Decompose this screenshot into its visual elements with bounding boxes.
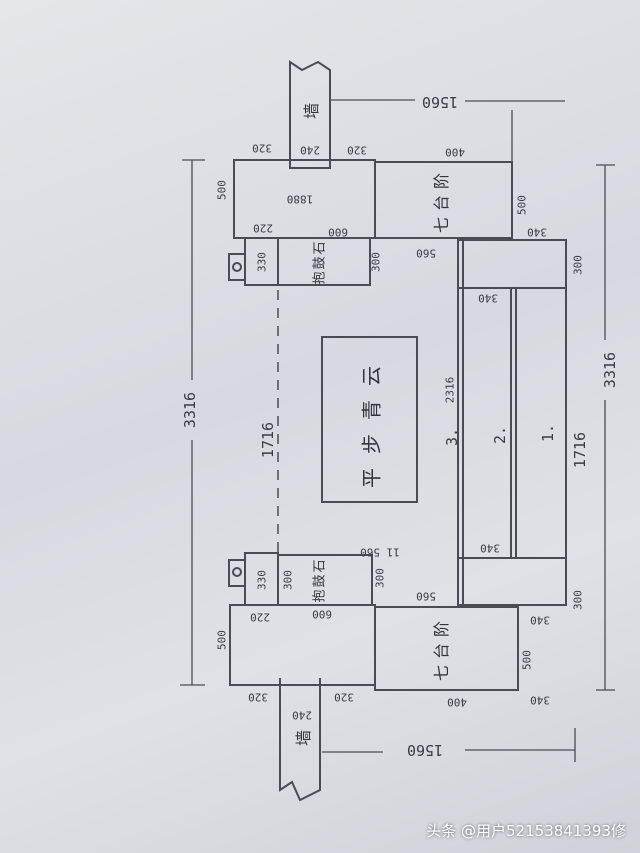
drum-stone-label-bottom: 抱鼓石 — [312, 557, 328, 603]
dim-label: 11 560 — [360, 545, 400, 559]
dim-label: 300 — [369, 252, 383, 272]
step-number-1: 1. — [539, 423, 557, 443]
dim-label: 340 — [480, 541, 500, 555]
dim-label: 320 — [347, 143, 367, 157]
steps-label-bottom: 七台阶 — [432, 614, 451, 682]
watermark: 头条 @用户52153841393修 — [426, 822, 626, 840]
dim-label: 500 — [520, 650, 534, 670]
dim-label: 3316 — [601, 351, 619, 389]
center-stone-label: 平步青云 — [359, 352, 384, 488]
dim-label: 320 — [252, 141, 272, 155]
dim-label: 560 — [416, 589, 436, 603]
wall-bottom — [279, 678, 321, 802]
dim-label: 1560 — [421, 93, 459, 111]
drum-knob-bottom — [228, 559, 246, 587]
dim-label: 240 — [300, 143, 320, 157]
drum-knob-top — [228, 253, 246, 281]
dim-label: 320 — [248, 690, 268, 704]
drum-stone-label-top: 抱鼓石 — [312, 239, 328, 285]
dim-label: 330 — [255, 570, 269, 590]
dim-label: 1880 — [286, 192, 314, 206]
step-number-3: 3. — [443, 427, 461, 447]
dim-label: 300 — [373, 568, 387, 588]
dim-label: 240 — [292, 708, 312, 722]
wall-top — [289, 60, 331, 169]
dim-label: 500 — [515, 195, 529, 215]
dim-label: 300 — [571, 590, 585, 610]
dim-label: 300 — [571, 255, 585, 275]
dim-label: 300 — [281, 570, 295, 590]
wall-label-bottom: 墙 — [294, 723, 313, 747]
dim-label: 600 — [328, 225, 348, 239]
steps-block — [457, 239, 567, 606]
steps-bottom-box — [374, 606, 519, 691]
dim-label: 220 — [253, 221, 273, 235]
dim-label: 220 — [250, 610, 270, 624]
dim-label: 400 — [447, 695, 467, 709]
step-number-2: 2. — [491, 425, 509, 445]
dim-label: 400 — [445, 145, 465, 159]
dim-label: 1716 — [571, 431, 589, 469]
dim-label: 2316 — [443, 376, 457, 404]
dim-label: 1560 — [406, 741, 444, 759]
dim-label: 340 — [530, 613, 550, 627]
dim-label: 500 — [215, 630, 229, 650]
dim-label: 320 — [334, 690, 354, 704]
dim-label: 1716 — [259, 421, 277, 459]
steps-label-top: 七台阶 — [432, 166, 451, 234]
dim-label: 340 — [478, 291, 498, 305]
dim-label: 330 — [255, 252, 269, 272]
dim-label: 340 — [530, 693, 550, 707]
dim-label: 500 — [215, 180, 229, 200]
dim-label: 560 — [416, 246, 436, 260]
dim-label: 340 — [527, 225, 547, 239]
dim-label: 600 — [312, 607, 332, 621]
dim-label: 3316 — [181, 391, 199, 429]
center-stone-box — [321, 336, 418, 503]
wall-label-top: 墙 — [302, 96, 321, 120]
